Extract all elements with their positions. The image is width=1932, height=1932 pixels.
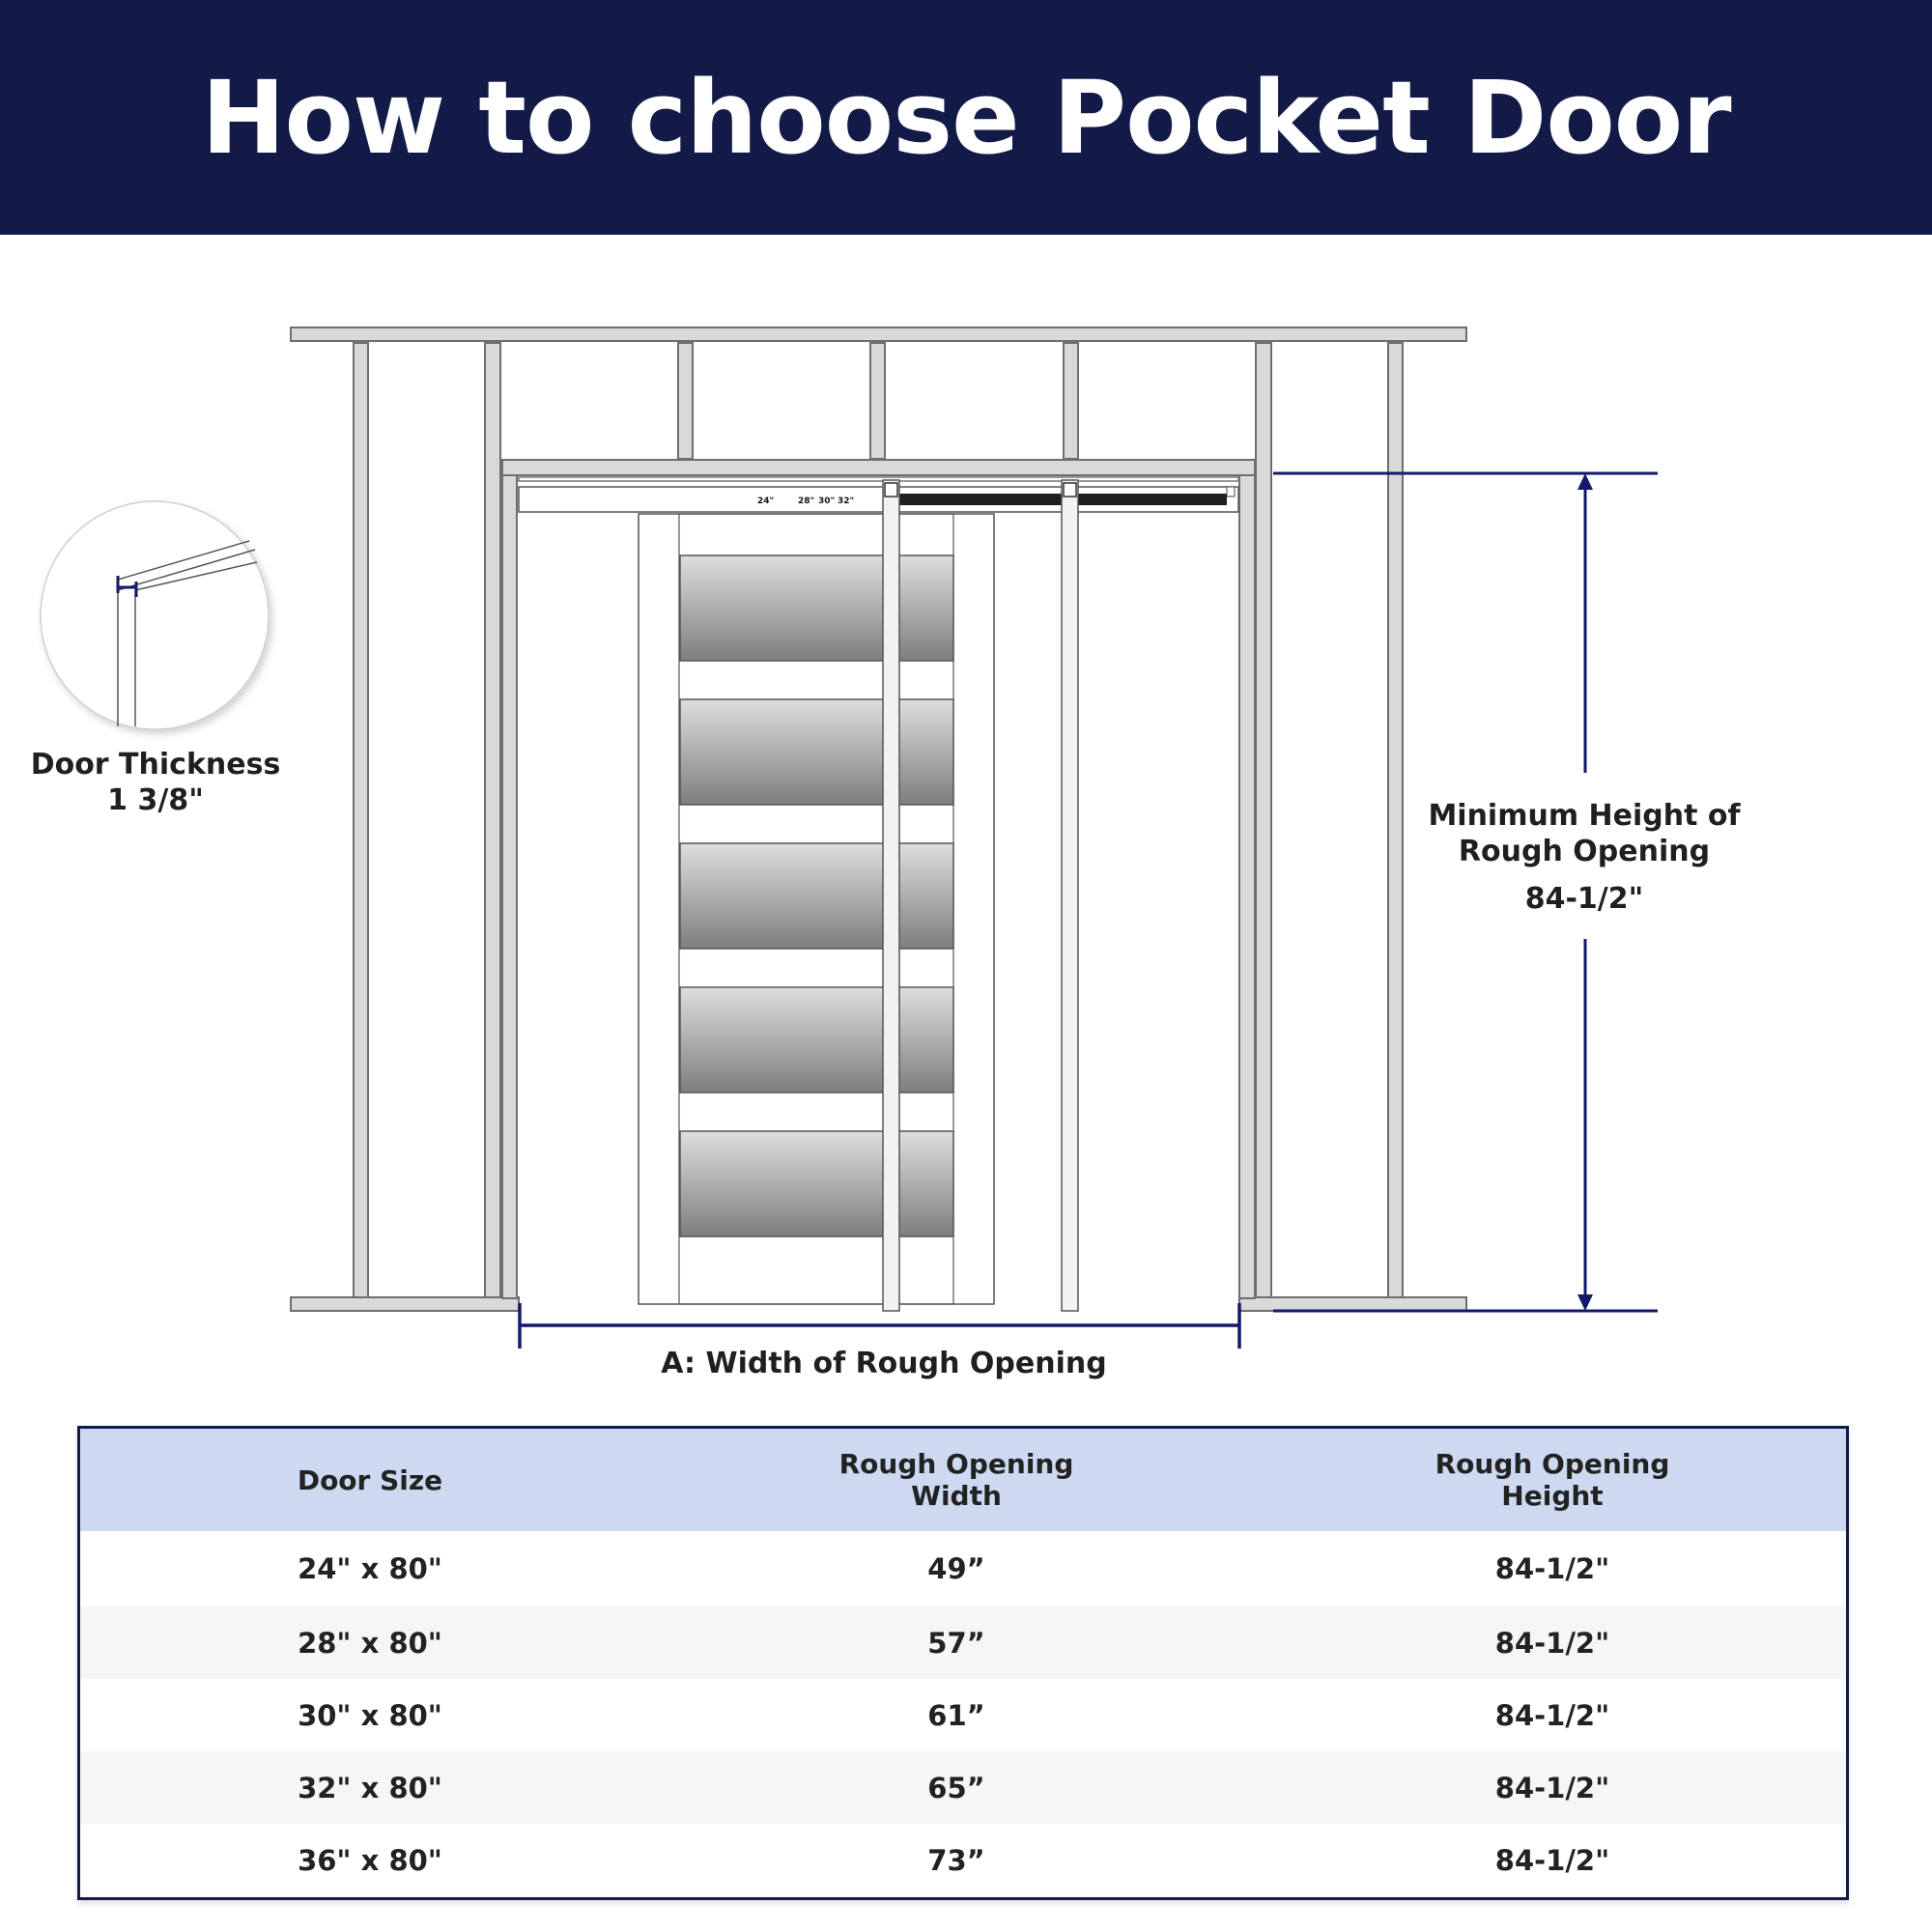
size-table: Door Size Rough Opening Width Rough Open… [77, 1426, 1849, 1900]
glass-panes [679, 554, 954, 1237]
stud [484, 342, 501, 1298]
table-row: 36" x 80" 73” 84-1/2" [80, 1824, 1846, 1896]
stud [353, 342, 369, 1298]
cripple-stud [677, 342, 694, 460]
width-dimension [518, 1303, 1241, 1349]
cell-door-size: 32" x 80" [80, 1751, 660, 1824]
header-rough-opening-height: Rough Opening Height [1253, 1429, 1846, 1531]
cell-width: 57” [660, 1606, 1253, 1679]
table-row: 30" x 80" 61” 84-1/2" [80, 1679, 1846, 1751]
cell-height: 84-1/2" [1253, 1606, 1846, 1679]
min-height-line2: Rough Opening [1458, 835, 1711, 868]
cell-door-size: 28" x 80" [80, 1606, 660, 1679]
cell-door-size: 30" x 80" [298, 1698, 442, 1732]
cell-door-size: 36" x 80" [298, 1843, 442, 1877]
header-beam [501, 459, 1256, 476]
header-line: Rough Opening [1435, 1448, 1670, 1480]
cripple-stud [1063, 342, 1079, 460]
door-panel [638, 513, 995, 1305]
title-banner: How to choose Pocket Door [0, 0, 1932, 235]
glass-pane [679, 842, 954, 950]
glass-pane [679, 1130, 954, 1237]
jamb-right [1238, 474, 1256, 1299]
track-mark: 32" [838, 497, 854, 506]
glass-pane [679, 986, 954, 1094]
table-row: 24" x 80" 49” 84-1/2" [80, 1531, 1846, 1606]
table-row: 32" x 80" 65” 84-1/2" [80, 1751, 1846, 1824]
min-height-value: 84-1/2" [1524, 882, 1644, 916]
jamb-left [501, 474, 518, 1299]
bottom-plate-right [1238, 1296, 1467, 1312]
cell-width: 65” [660, 1751, 1253, 1824]
cell-door-size: 24" x 80" [298, 1552, 442, 1585]
header-door-size: Door Size [80, 1429, 660, 1531]
door-thickness-value: 1 3/8" [107, 783, 204, 817]
cell-width: 61” [927, 1698, 985, 1732]
page-title: How to choose Pocket Door [201, 58, 1731, 177]
header-line: Height [1501, 1480, 1604, 1512]
min-height-line1: Minimum Height of [1428, 799, 1741, 833]
split-studs [882, 479, 1079, 1312]
track-mark: 28" [798, 497, 814, 506]
header-rough-opening-width: Rough Opening Width [660, 1429, 1253, 1531]
cell-height: 84-1/2" [1253, 1751, 1846, 1824]
door-thickness-inset [40, 500, 270, 730]
stud [1255, 342, 1272, 1298]
cell-height: 84-1/2" [1494, 1698, 1610, 1732]
stud [1387, 342, 1404, 1298]
table-row: 28" x 80" 57” 84-1/2" [80, 1606, 1846, 1679]
cell-height: 84-1/2" [1494, 1843, 1610, 1877]
bottom-plate-left [290, 1296, 520, 1312]
cell-width: 49” [927, 1552, 985, 1585]
table-header-row: Door Size Rough Opening Width Rough Open… [80, 1429, 1846, 1531]
glass-pane [679, 554, 954, 662]
width-label: A: Width of Rough Opening [661, 1347, 1107, 1380]
height-dimension [1273, 471, 1658, 1313]
top-plate [290, 327, 1467, 342]
pocket-track: 24" 28" 30" 32" [518, 476, 1239, 513]
cell-width: 73” [927, 1843, 985, 1877]
track-mark: 30" [818, 497, 835, 506]
door-thickness-label: Door Thickness 1 3/8" [17, 747, 294, 818]
header-line: Door Size [297, 1463, 443, 1496]
track-mark: 24" [757, 497, 774, 506]
wall-frame [290, 327, 1467, 1312]
header-line: Width [911, 1480, 1002, 1512]
cripple-stud [869, 342, 886, 460]
cell-height: 84-1/2" [1494, 1552, 1610, 1585]
pocket-door-diagram: 24" 28" 30" 32" [40, 327, 1658, 1349]
header-line: Rough Opening [838, 1448, 1074, 1480]
door-thickness-title: Door Thickness [30, 748, 281, 781]
track-marks: 24" 28" 30" 32" [757, 497, 854, 506]
glass-pane [679, 698, 954, 806]
size-table-grid: Door Size Rough Opening Width Rough Open… [80, 1429, 1846, 1896]
min-height-label: Minimum Height of Rough Opening [1391, 798, 1777, 869]
arrow-down-icon [1577, 1294, 1593, 1311]
arrow-up-icon [1577, 473, 1593, 490]
